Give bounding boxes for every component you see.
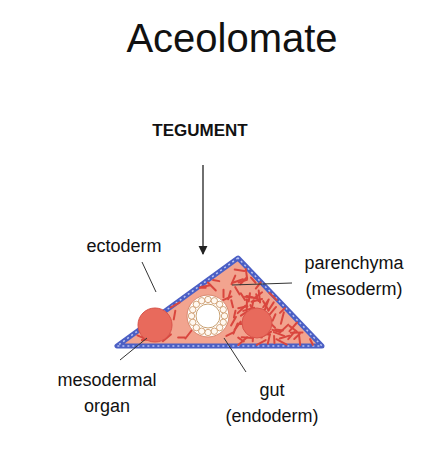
cell-dash [232,276,236,285]
part-label: ectoderm [69,233,179,259]
cell-dash [272,330,280,332]
part-label: gut (endoderm) [212,377,332,429]
cell-dash [273,336,275,343]
cell-dash [268,334,270,343]
cell-dash [213,280,219,281]
cell-dash [256,282,261,288]
body-triangle [117,258,322,346]
gut-cell [221,313,227,319]
cell-dash [299,334,300,345]
cell-dash [251,278,255,283]
cell-dash [245,296,252,299]
cell-dash [238,306,246,313]
cell-dash [276,339,286,344]
cell-dash [185,330,191,338]
gut-cell [220,306,226,312]
gut-cell [188,313,194,319]
leader-line [120,338,147,360]
cell-dash [208,282,216,290]
cell-dash [178,337,185,339]
cell-dash [234,311,236,318]
part-label: parenchyma (mesoderm) [298,250,410,302]
cell-dash [259,291,260,303]
diagram-title: Aceolomate [126,16,337,60]
cell-dash [238,337,247,345]
cell-dash [290,323,297,332]
cell-dash [289,326,296,332]
mesodermal-organ [138,308,172,342]
gut-cell [190,319,196,325]
cell-dash [226,332,234,336]
cell-dash [231,300,233,307]
cell-dash [265,299,269,309]
cell-dash [228,291,230,299]
cell-dash [171,302,180,307]
cell-dash [174,311,176,320]
cell-dash [257,340,266,345]
leader-line [142,262,156,292]
part-label: mesodermal organ [47,367,167,419]
cell-dash [273,314,276,320]
cell-dash [200,287,206,289]
cell-dash [269,293,276,300]
tegument-dots [117,258,322,346]
cell-dash [280,325,289,333]
parenchyma-cells [137,269,312,345]
gut-cells [188,296,227,335]
leader-line [232,283,292,285]
cell-dash [310,339,313,345]
gut-cell [205,329,211,335]
cell-dash [223,290,225,297]
cell-dash [288,332,294,339]
cell-dash [246,299,248,309]
gut-cell [198,298,204,304]
mesodermal-organ [242,308,272,338]
tegument-arrow [202,165,203,254]
cell-dash [235,287,239,294]
cell-dash [241,293,245,300]
cell-dash [281,312,284,323]
gut-cell [205,296,211,302]
gut-wall [187,295,229,337]
gut-lumen [196,304,220,328]
cell-dash [235,270,245,271]
gut-cell [211,328,217,334]
tegument-label: TEGUMENT [135,119,265,144]
leader-line [224,338,246,372]
